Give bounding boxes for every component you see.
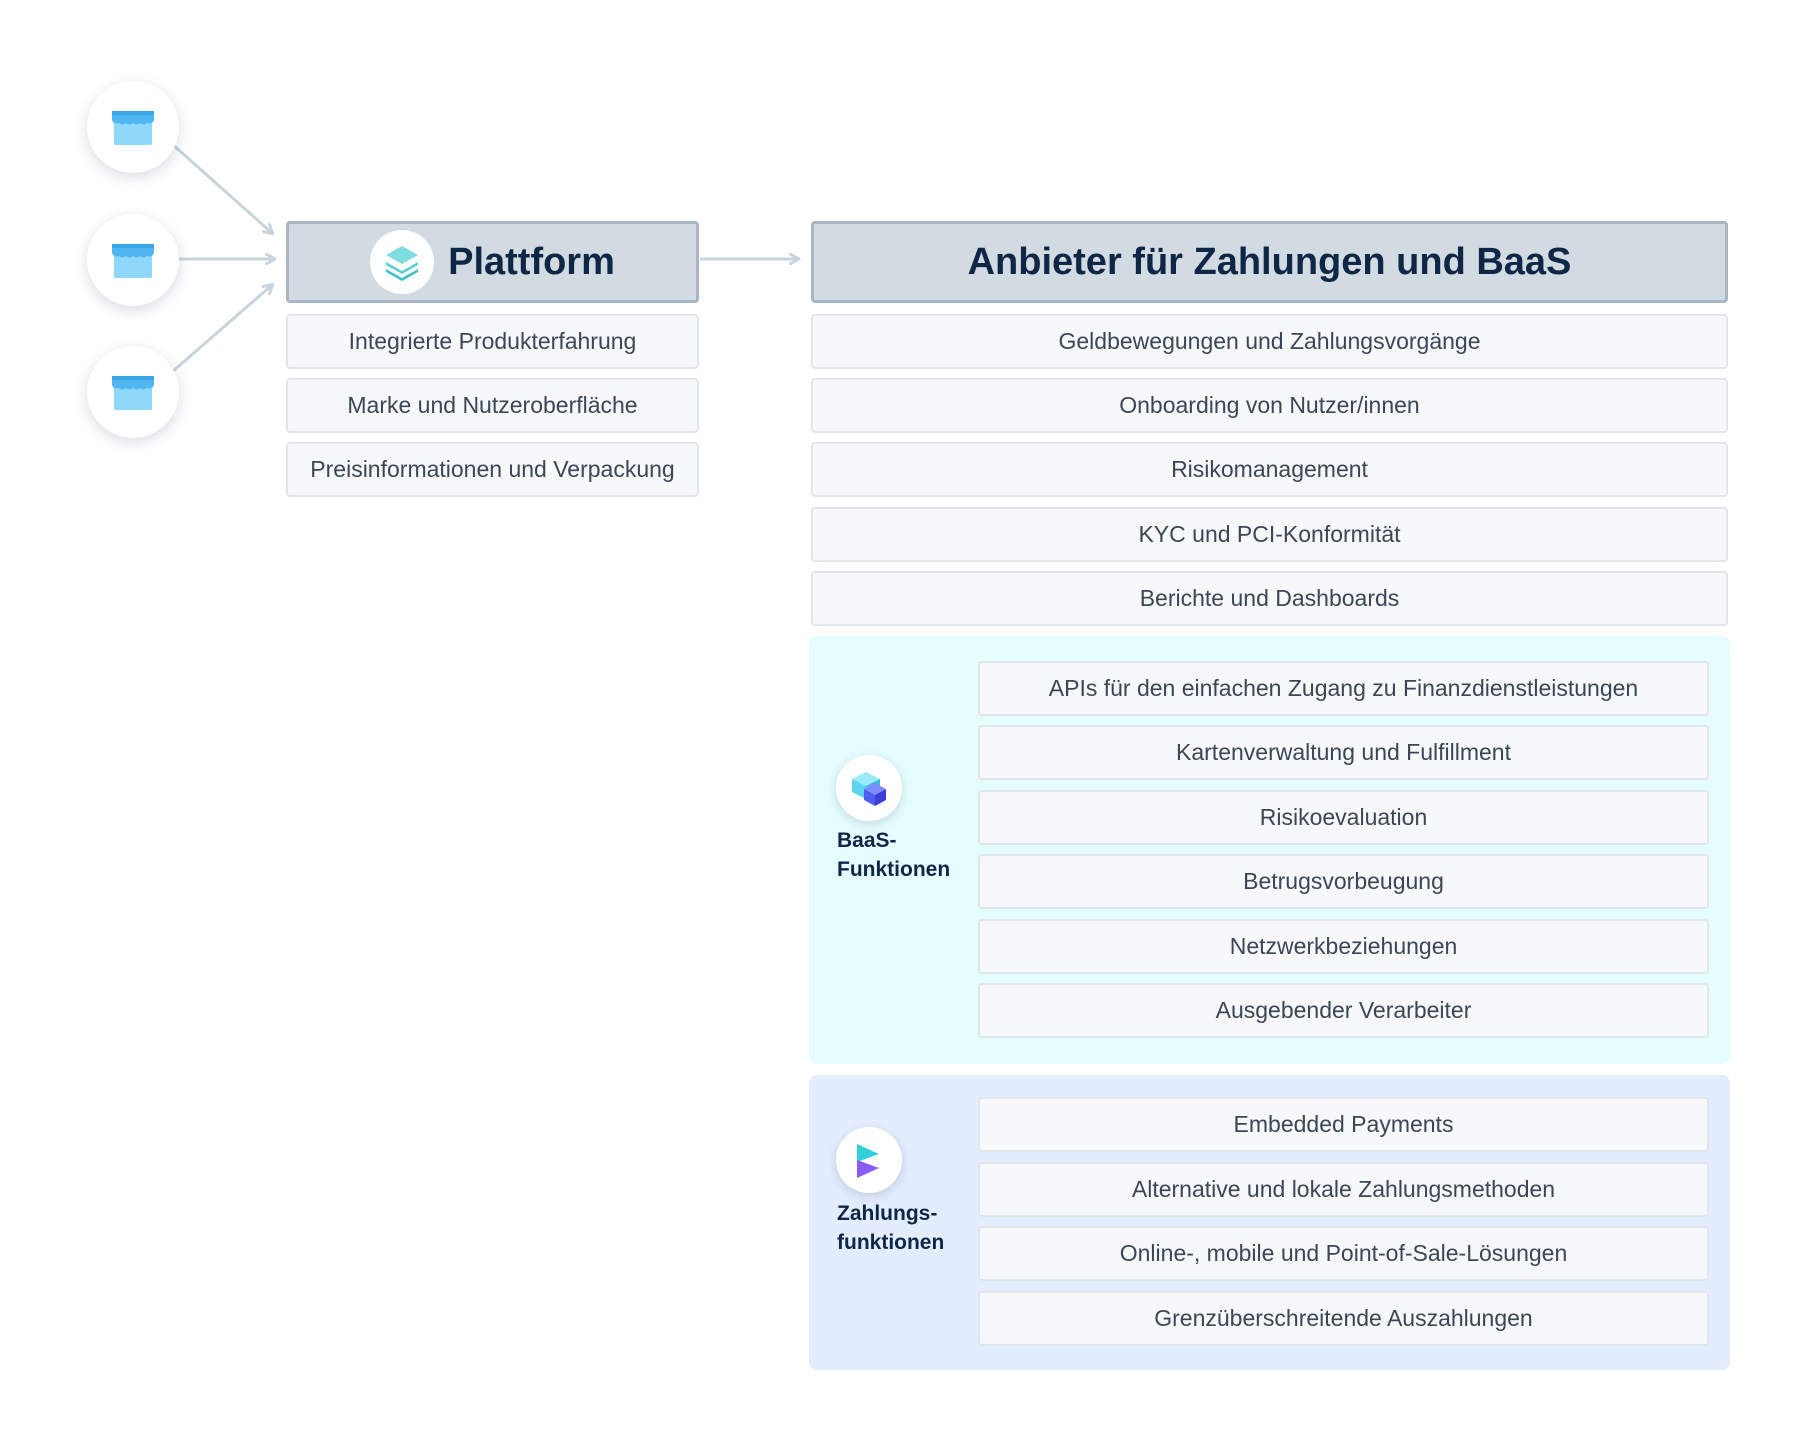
platform-feature: Preisinformationen und Verpackung [286, 442, 699, 497]
payments-feature: Embedded Payments [978, 1097, 1709, 1152]
baas-feature: Netzwerkbeziehungen [978, 919, 1709, 974]
provider-header: Anbieter für Zahlungen und BaaS [811, 221, 1728, 303]
arrow-store-1 [171, 142, 272, 233]
payments-feature: Online-, mobile und Point-of-Sale-Lösung… [978, 1226, 1709, 1281]
cube-icon [836, 755, 902, 821]
payments-label: Zahlungs- funktionen [837, 1202, 945, 1254]
payments-icon [836, 1127, 902, 1193]
payments-feature: Grenzüberschreitende Auszahlungen [978, 1291, 1709, 1346]
baas-feature: APIs für den einfachen Zugang zu Finanzd… [978, 661, 1709, 716]
provider-title: Anbieter für Zahlungen und BaaS [967, 240, 1572, 283]
store-3 [87, 346, 179, 438]
platform-header: Plattform [286, 221, 699, 303]
storefront-icon [112, 244, 154, 278]
platform-feature: Integrierte Produkterfahrung [286, 314, 699, 369]
baas-feature: Ausgebender Verarbeiter [978, 983, 1709, 1038]
provider-feature: Berichte und Dashboards [811, 571, 1728, 626]
storefront-icon [112, 376, 154, 410]
baas-feature: Risikoevaluation [978, 790, 1709, 845]
arrow-store-3 [171, 285, 272, 374]
storefront-icon [112, 111, 154, 145]
store-1 [87, 81, 179, 173]
provider-feature: KYC und PCI-Konformität [811, 507, 1728, 562]
store-2 [87, 214, 179, 306]
baas-feature: Betrugsvorbeugung [978, 854, 1709, 909]
baas-feature: Kartenverwaltung und Fulfillment [978, 725, 1709, 780]
provider-feature: Onboarding von Nutzer/innen [811, 378, 1728, 433]
platform-title: Plattform [448, 240, 615, 283]
payments-feature: Alternative und lokale Zahlungsmethoden [978, 1162, 1709, 1217]
platform-feature: Marke und Nutzeroberfläche [286, 378, 699, 433]
provider-feature: Risikomanagement [811, 442, 1728, 497]
baas-label: BaaS- Funktionen [837, 829, 951, 881]
layers-icon [370, 230, 435, 294]
provider-feature: Geldbewegungen und Zahlungsvorgänge [811, 314, 1728, 369]
